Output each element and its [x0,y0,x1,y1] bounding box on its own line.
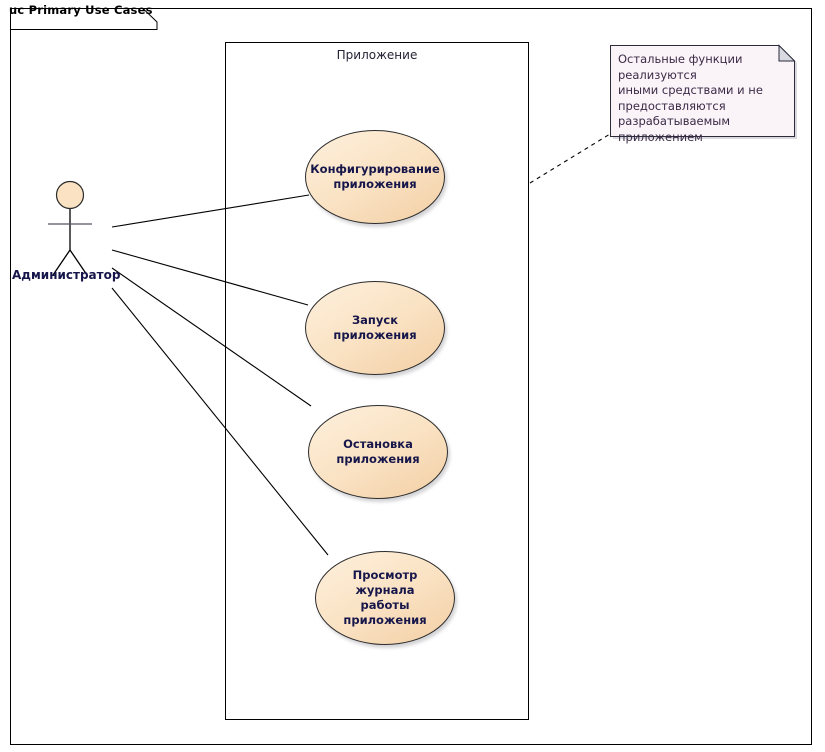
use-case-label-start: Запуск приложения [333,313,417,342]
actor-right-leg-icon [69,249,88,276]
note-body [610,45,795,137]
actor-label-administrator: Администратор [12,268,121,282]
diagram-title: uc Primary Use Cases [9,3,153,17]
use-case-label-view-log: Просмотр журнала работы приложения [343,568,427,627]
actor-administrator[interactable] [34,180,120,290]
note-fold-corner-icon [778,44,796,62]
association-line-stop [111,267,312,407]
use-case-label-stop: Остановка приложения [336,437,420,466]
use-case-view-log[interactable]: Просмотр журнала работы приложения [315,551,455,645]
association-line-start [111,249,309,306]
use-case-start[interactable]: Запуск приложения [305,281,445,375]
frame-tab-shape [10,8,158,30]
association-line-view-log [111,287,329,556]
use-case-label-configure: Конфигурирование приложения [310,162,440,191]
system-boundary-label: Приложение [336,48,418,62]
use-case-configure[interactable]: Конфигурирование приложения [305,130,445,224]
actor-head-icon [55,180,85,210]
note-shape [610,44,797,139]
actor-left-leg-icon [52,249,71,276]
association-line-configure [111,194,310,228]
use-case-stop[interactable]: Остановка приложения [308,405,448,499]
diagram-frame-tab [10,8,158,30]
system-boundary-box[interactable] [225,42,529,720]
diagram-frame [10,8,812,745]
note-text: Остальные функции реализуются иными сред… [618,52,763,144]
note-box[interactable]: Остальные функции реализуются иными сред… [610,44,798,144]
